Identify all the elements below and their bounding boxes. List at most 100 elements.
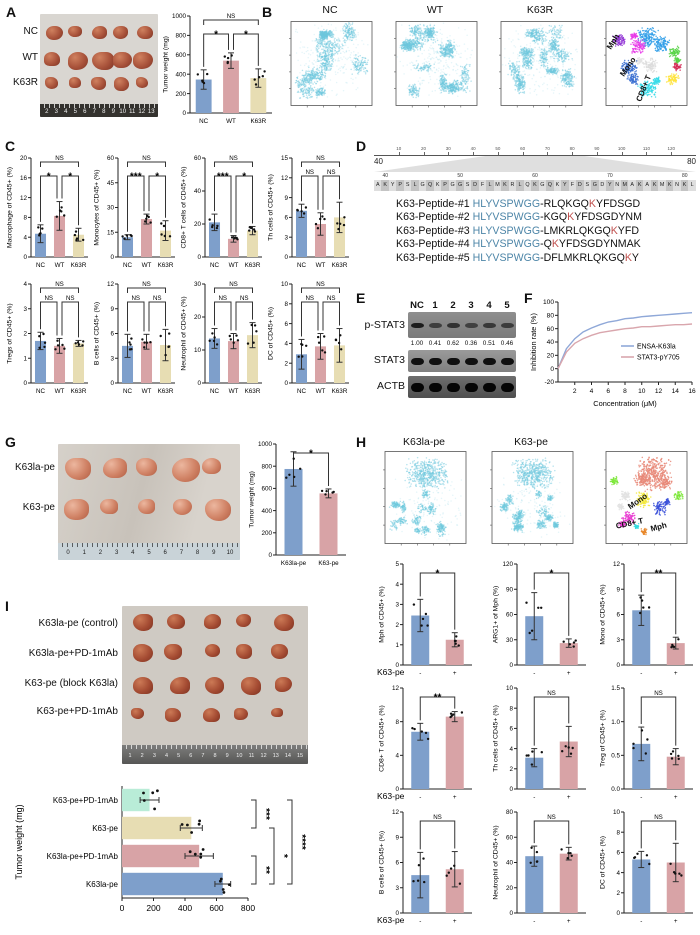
- svg-text:5: 5: [395, 561, 399, 568]
- svg-text:ARG1+ of Mph (%): ARG1+ of Mph (%): [493, 586, 500, 644]
- svg-text:1000: 1000: [258, 441, 273, 448]
- svg-text:*: *: [436, 569, 440, 580]
- sequence-residue: L: [486, 180, 494, 191]
- svg-text:NS: NS: [654, 690, 663, 697]
- svg-text:200: 200: [261, 530, 272, 537]
- svg-text:20: 20: [194, 221, 202, 228]
- svg-text:K63R: K63R: [245, 388, 261, 395]
- sequence-residue: N: [673, 180, 681, 191]
- svg-text:*: *: [68, 172, 72, 183]
- panel-i-label: I: [5, 598, 9, 614]
- sequence-residue: G: [418, 180, 427, 191]
- ruler-tick-label: 70: [544, 146, 550, 151]
- tumor-sample: [203, 707, 220, 722]
- sequence-residue: K: [501, 180, 509, 191]
- svg-text:10: 10: [194, 347, 202, 354]
- svg-text:Concentration (μM): Concentration (μM): [593, 399, 656, 408]
- svg-text:NS: NS: [547, 690, 556, 697]
- svg-text:0: 0: [395, 662, 399, 669]
- svg-text:*: *: [214, 30, 218, 41]
- tsne-title-k63la-pe: K63la-pe: [402, 436, 446, 448]
- svg-text:4: 4: [395, 753, 399, 760]
- sequence-position-label: 70: [607, 173, 613, 179]
- svg-text:12: 12: [20, 195, 28, 202]
- sequence-residue: K: [553, 180, 562, 191]
- svg-text:K63-pe: K63-pe: [318, 560, 339, 567]
- svg-text:60: 60: [107, 155, 115, 162]
- svg-text:***: ***: [130, 172, 142, 183]
- svg-text:400: 400: [175, 71, 186, 78]
- sequence-residue: R: [508, 180, 517, 191]
- panel-e-label: E: [356, 290, 366, 306]
- tumor-sample: [112, 25, 129, 40]
- svg-text:NS: NS: [327, 295, 336, 302]
- svg-text:0: 0: [182, 110, 186, 117]
- svg-text:STAT3-pY705: STAT3-pY705: [637, 354, 680, 361]
- tumor-sample: [204, 614, 222, 629]
- tumor-sample: [271, 707, 283, 718]
- svg-text:4: 4: [509, 746, 513, 753]
- svg-text:K63la-pe+PD-1mAb: K63la-pe+PD-1mAb: [47, 852, 119, 861]
- svg-text:K63R: K63R: [158, 388, 174, 395]
- tumor-sample: [46, 25, 63, 40]
- peptide-row: K63-Peptide-#3 HLYVSPWGG-LMKRLQKGQKYFD: [396, 224, 639, 237]
- tumor-sample: [205, 644, 220, 657]
- photo-a-row-label: K63R: [12, 77, 38, 88]
- tumor-sample: [133, 52, 154, 69]
- svg-text:40: 40: [194, 188, 202, 195]
- svg-text:NS: NS: [654, 814, 663, 821]
- sequence-residue: K: [665, 180, 674, 191]
- svg-text:-: -: [640, 918, 642, 925]
- svg-text:NC: NC: [210, 388, 220, 395]
- tumor-sample: [113, 52, 132, 68]
- svg-text:**: **: [434, 693, 442, 704]
- svg-text:8: 8: [623, 388, 627, 395]
- tumor-sample: [92, 52, 114, 71]
- sequence-residue: D: [576, 180, 584, 191]
- svg-text:***: ***: [217, 172, 229, 183]
- svg-text:30: 30: [506, 637, 514, 644]
- svg-text:3: 3: [616, 637, 620, 644]
- sequence-residue: Q: [426, 180, 434, 191]
- svg-text:0: 0: [120, 903, 125, 913]
- svg-text:*: *: [550, 569, 554, 580]
- svg-text:DC of CD45+ (%): DC of CD45+ (%): [600, 836, 607, 889]
- ruler-tick-label: 80: [569, 146, 575, 151]
- svg-text:+: +: [674, 794, 678, 801]
- ruler-tick-label: 90: [594, 146, 600, 151]
- tsne-plot-k63la-pe: [380, 450, 468, 550]
- svg-text:4: 4: [590, 388, 594, 395]
- svg-text:**: **: [655, 569, 663, 580]
- svg-text:+: +: [674, 670, 678, 677]
- svg-text:8: 8: [509, 705, 513, 712]
- svg-text:CD8+ T cells of CD45+ (%): CD8+ T cells of CD45+ (%): [181, 166, 188, 248]
- ruler-tick: [497, 152, 499, 155]
- tumor-sample: [43, 52, 61, 66]
- sequence-residue: K: [433, 180, 442, 191]
- svg-text:Monocytes of CD45+ (%): Monocytes of CD45+ (%): [94, 169, 101, 245]
- svg-text:NS: NS: [66, 295, 75, 302]
- ruler-end-label: 80: [687, 157, 696, 166]
- svg-text:NC: NC: [199, 118, 209, 125]
- svg-text:400: 400: [261, 508, 272, 515]
- sequence-residue: F: [478, 180, 487, 191]
- sequence-residue: F: [568, 180, 577, 191]
- tsne-plot-clusters-h: [601, 450, 689, 550]
- svg-text:CD8+ T of CD45+ (%): CD8+ T of CD45+ (%): [379, 705, 386, 772]
- svg-text:6: 6: [606, 388, 610, 395]
- photo-i-row-label: K63-pe (block K63la): [24, 678, 118, 689]
- svg-text:0: 0: [197, 254, 201, 261]
- svg-text:Neutrophil of CD45+ (%): Neutrophil of CD45+ (%): [493, 825, 500, 899]
- sequence-residue: Y: [388, 180, 397, 191]
- sequence-residue: G: [456, 180, 464, 191]
- sequence-residue: Y: [561, 180, 569, 191]
